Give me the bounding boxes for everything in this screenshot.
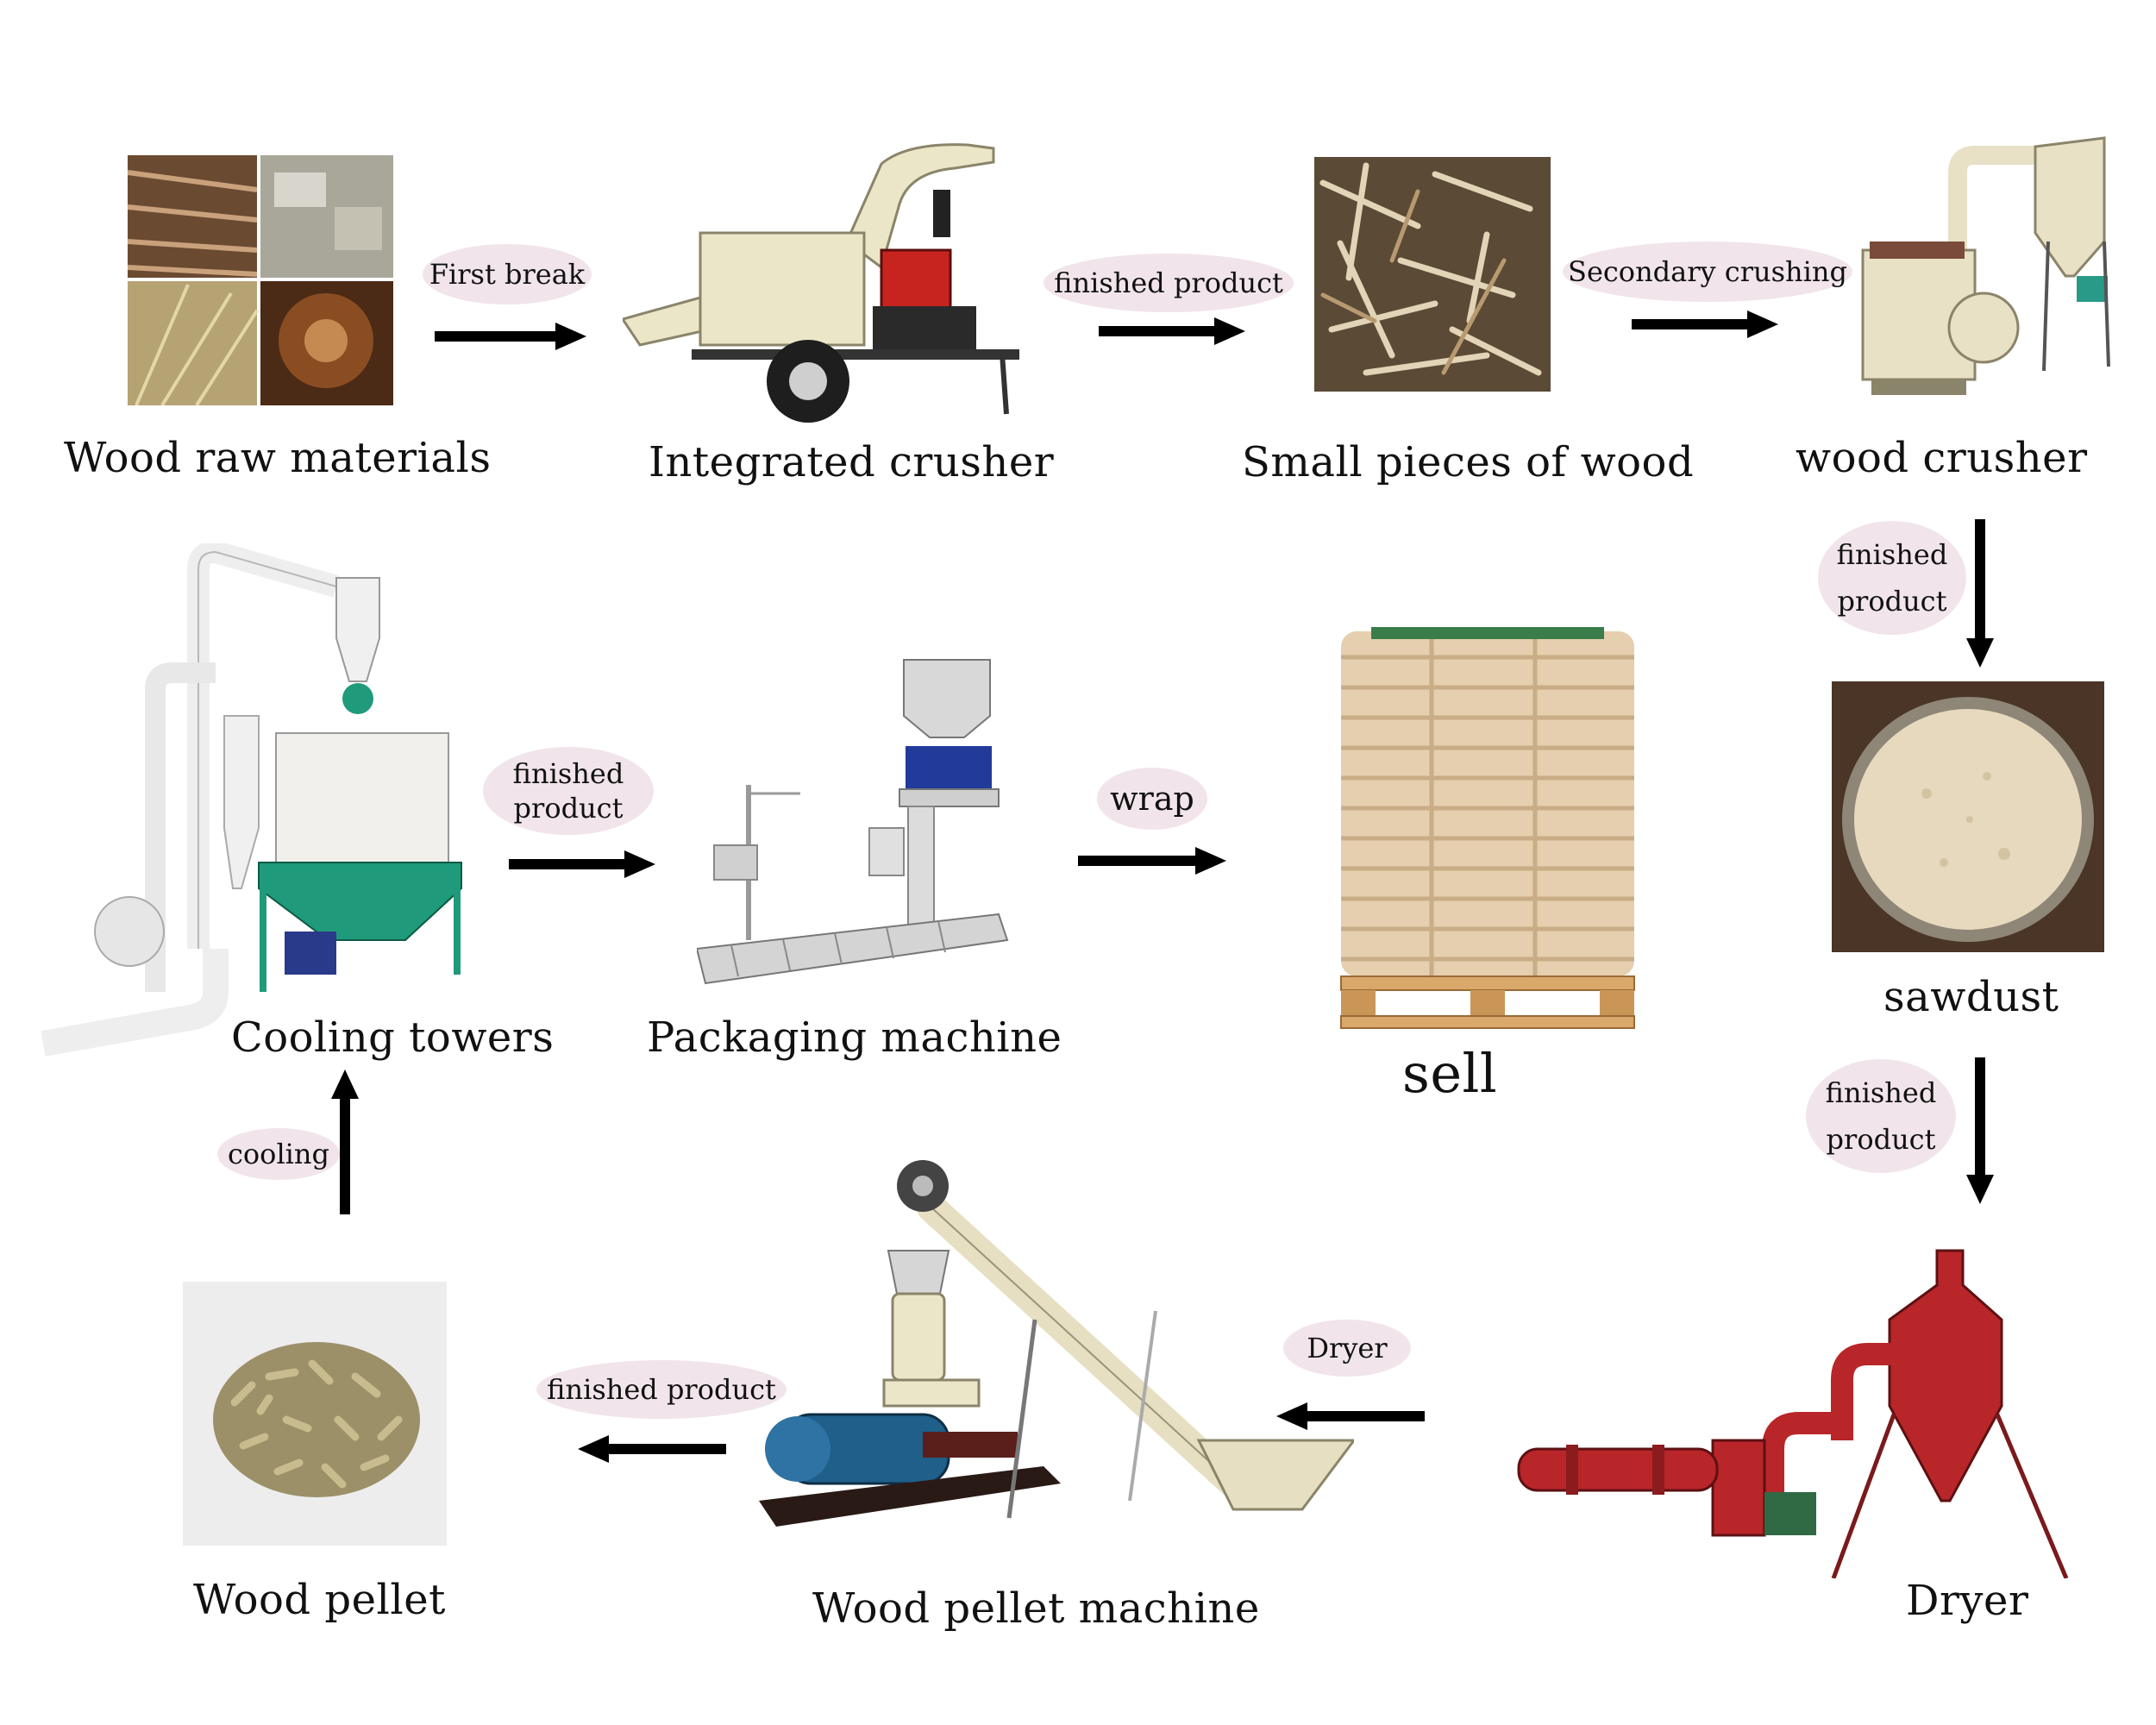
step-cooling-text: cooling [227,1138,329,1170]
node-label-integrated-crusher: Integrated crusher [649,438,1055,486]
step-finished-product-5-line2: product [513,792,624,825]
sell-pallet-image [1337,623,1639,1030]
arrow-right-4 [509,850,655,878]
arrow-up-1 [331,1070,359,1214]
wood-pellet-image [183,1282,447,1546]
arrow-right-1 [435,323,586,350]
node-label-small-pieces: Small pieces of wood [1242,438,1695,486]
node-label-packaging-machine: Packaging machine [647,1013,1062,1062]
step-first-break: First break [423,244,592,304]
step-cooling: cooling [217,1128,340,1180]
step-finished-product-1-text: finished product [1054,267,1283,299]
node-label-wood-pellet: Wood pellet [193,1576,446,1624]
step-finished-product-4-text: finished product [547,1373,776,1406]
arrow-down-1 [1966,519,1994,668]
small-pieces-image [1314,157,1551,392]
step-first-break-text: First break [429,258,586,291]
sawdust-image [1832,681,2104,952]
node-label-wood-crusher: wood crusher [1796,434,2088,482]
node-label-raw-materials: Wood raw materials [64,434,492,482]
step-finished-product-1: finished product [1044,254,1294,312]
arrow-right-2 [1099,317,1245,345]
node-label-dryer: Dryer [1906,1577,2029,1625]
node-label-cooling-towers: Cooling towers [231,1013,555,1062]
step-dryer: Dryer [1283,1320,1411,1377]
step-finished-product-5: finished product [483,747,654,835]
step-finished-product-2-line1: finished [1836,538,1948,571]
step-secondary-crushing: Secondary crushing [1563,242,1852,302]
wood-raw-materials-image [128,155,393,405]
step-secondary-crushing-text: Secondary crushing [1568,255,1847,288]
step-finished-product-2-line2: product [1837,585,1947,618]
integrated-crusher-image [623,138,1028,431]
step-finished-product-4: finished product [536,1360,787,1419]
step-dryer-text: Dryer [1307,1332,1388,1364]
node-label-pellet-machine: Wood pellet machine [812,1584,1260,1633]
step-finished-product-2: finished product [1818,521,1966,635]
step-finished-product-5-line1: finished [512,757,624,790]
dryer-image [1514,1233,2075,1578]
wood-pellet-machine-image [750,1156,1354,1561]
node-label-sell: sell [1402,1042,1498,1105]
arrow-right-5 [1078,847,1226,875]
arrow-down-2 [1966,1057,1994,1204]
node-label-sawdust: sawdust [1883,973,2059,1021]
arrow-right-3 [1632,310,1778,338]
step-finished-product-3-line1: finished [1825,1076,1937,1109]
wood-crusher-image [1854,129,2122,405]
step-finished-product-3: finished product [1806,1059,1956,1173]
step-wrap: wrap [1097,768,1207,830]
packaging-machine-image [697,656,1011,1000]
step-wrap-text: wrap [1110,780,1194,818]
arrow-left-1 [1276,1402,1425,1430]
cooling-towers-image [26,543,474,1061]
arrow-left-2 [578,1435,726,1463]
step-finished-product-3-line2: product [1826,1123,1936,1156]
